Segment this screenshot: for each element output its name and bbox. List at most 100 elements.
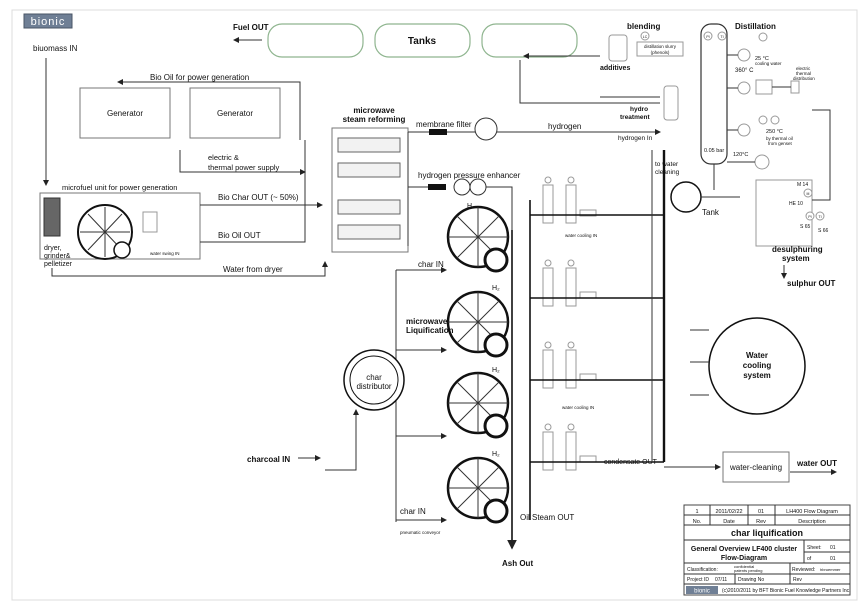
- t360-label: 360° C: [735, 68, 754, 74]
- tb-rev-date: 2011/02/22: [715, 509, 742, 515]
- reformer-tube-3: [337, 199, 401, 215]
- char-in-label-bottom: char IN: [400, 507, 426, 516]
- tb-class-label: Classification:: [687, 567, 718, 573]
- hydro-label-2: treatment: [620, 114, 650, 121]
- slurry-box: [636, 41, 684, 57]
- bio-oil-out-line: [200, 140, 306, 243]
- tb-overview-1: General Overview LF400 cluster: [691, 546, 797, 553]
- water-cooling-in-label-1: water cooling IN: [565, 233, 597, 238]
- sulphur-out-label: sulphur OUT: [787, 279, 836, 288]
- mw-steam-label-1: microwave: [353, 106, 395, 115]
- microfuel-reactor: [77, 204, 133, 260]
- water-from-dryer-line: [51, 261, 328, 277]
- h2-enhancer-pump-1: [453, 178, 471, 196]
- bio-oil-power-line: [117, 79, 301, 140]
- tb-sheet-label: Sheet:: [807, 545, 821, 551]
- t250-label: 250 °C: [766, 129, 783, 135]
- tb-sheet-val: 01: [830, 545, 836, 551]
- condenser-stack-4: [542, 423, 597, 471]
- bio-oil-out-label: Bio Oil OUT: [218, 231, 261, 240]
- tb-rev-desc: LH400 Flow Diagram: [786, 509, 838, 515]
- footer-logo-text: bionic: [694, 589, 710, 595]
- lc-label: LC: [643, 35, 648, 39]
- desulph-label-2: system: [782, 254, 810, 263]
- water-cooling-system: [708, 317, 806, 415]
- s65-label: S 65: [800, 224, 811, 230]
- ti-label-desulph: TI: [818, 215, 821, 219]
- char-dist-label-1: char: [366, 373, 382, 382]
- m14-label: M 14: [797, 182, 808, 188]
- microfuel-label: microfuel unit for power generation: [62, 183, 177, 192]
- tb-rev-rev: 01: [758, 509, 764, 515]
- dryer-label-2: grinder&: [44, 253, 71, 260]
- reformer-tube-1: [337, 137, 401, 153]
- bio-char-out-label: Bio Char OUT (~ 50%): [218, 193, 299, 202]
- tb-h-date: Date: [723, 519, 735, 525]
- by-thermal-label-2: from genset: [768, 141, 793, 146]
- elec-thermal-label-2: thermal: [796, 71, 811, 76]
- tank-label: Tank: [702, 208, 720, 217]
- thermal-dist-block: [790, 80, 800, 94]
- distillation-label: Distillation: [735, 22, 776, 31]
- generator-1: [79, 87, 171, 139]
- hydrogen-label: hydrogen: [548, 122, 581, 131]
- microfuel-condenser: [142, 211, 158, 233]
- slurry-label-1: distillation slurry: [644, 44, 677, 49]
- tank-left: [267, 23, 364, 58]
- condenser-stack-1: [542, 176, 597, 224]
- condensate-out-label: condensate OUT: [604, 459, 658, 466]
- bar-label: 0.05 bar: [704, 148, 724, 154]
- logo-text: bionic: [31, 16, 66, 28]
- condenser-stack-3: [542, 341, 597, 389]
- water-cleaning-label: water-cleaning: [729, 463, 782, 472]
- power-supply-line: [179, 150, 306, 175]
- h2-label-4: H₂: [492, 451, 500, 458]
- bio-oil-power-label: Bio Oil for power generation: [150, 73, 249, 82]
- dryer-block: [43, 197, 61, 237]
- tb-drawing-label: Drawing No: [738, 577, 764, 583]
- water-cooling-label-3: system: [743, 371, 771, 380]
- h2-label-2: H₂: [492, 285, 500, 292]
- generator-1-label: Generator: [107, 109, 143, 118]
- water-cooling-label-1: Water: [746, 351, 768, 360]
- title-block: [683, 504, 851, 596]
- lc-indicator: [640, 31, 650, 41]
- tb-class-val-1: confidential: [734, 564, 754, 569]
- membrane-filter: [429, 129, 447, 135]
- reactor-2: [446, 290, 510, 358]
- pi-label-desulph: PI: [808, 215, 811, 219]
- h2-enhancer-out: [486, 186, 513, 230]
- dryer-label-3: pelletizer: [44, 261, 73, 268]
- generator-2-label: Generator: [217, 109, 253, 118]
- tb-reviewed-label: Reviewed:: [792, 567, 815, 573]
- additives-label: additives: [600, 65, 630, 72]
- tb-rev-no: 1: [695, 509, 698, 515]
- tb-of-val: 01: [830, 556, 836, 562]
- charcoal-in-label: charcoal IN: [247, 455, 290, 464]
- water-from-dryer-label: Water from dryer: [223, 265, 283, 274]
- water-out-label: water OUT: [796, 459, 837, 468]
- pneumatic-label: pneumatic conveyor: [400, 530, 441, 535]
- mw-liq-label-1: microwave: [406, 317, 448, 326]
- mw-liq-label-2: Liquification: [406, 326, 454, 335]
- tb-of-label: of: [807, 556, 812, 562]
- elec-thermal-label-1: electric: [796, 66, 811, 71]
- reformer-tube-2: [337, 162, 401, 178]
- electric-label: electric &: [208, 153, 239, 162]
- tb-rev-label: Rev: [793, 577, 802, 583]
- m-indicator: [803, 188, 813, 198]
- reactor-3: [446, 371, 510, 439]
- cooling-water-label: cooling water: [755, 61, 782, 66]
- pi-label: PI: [706, 35, 709, 39]
- water-cooling-in-label-2: water cooling IN: [562, 405, 594, 410]
- char-distributor: [343, 349, 405, 411]
- hydro-treatment-vessel: [663, 85, 679, 121]
- tb-copyright: (c)2010/2011 by BFT Bionic Fuel Knowledg…: [722, 588, 851, 594]
- hydro-feed-line: [519, 60, 660, 104]
- additives-tank: [608, 34, 628, 62]
- h2-label-3: H₂: [492, 367, 500, 374]
- tb-h-no: No.: [693, 519, 702, 525]
- s66-label: S 66: [818, 228, 829, 234]
- tb-title: char liquification: [731, 528, 803, 538]
- h2-enhancer-valve: [428, 184, 446, 190]
